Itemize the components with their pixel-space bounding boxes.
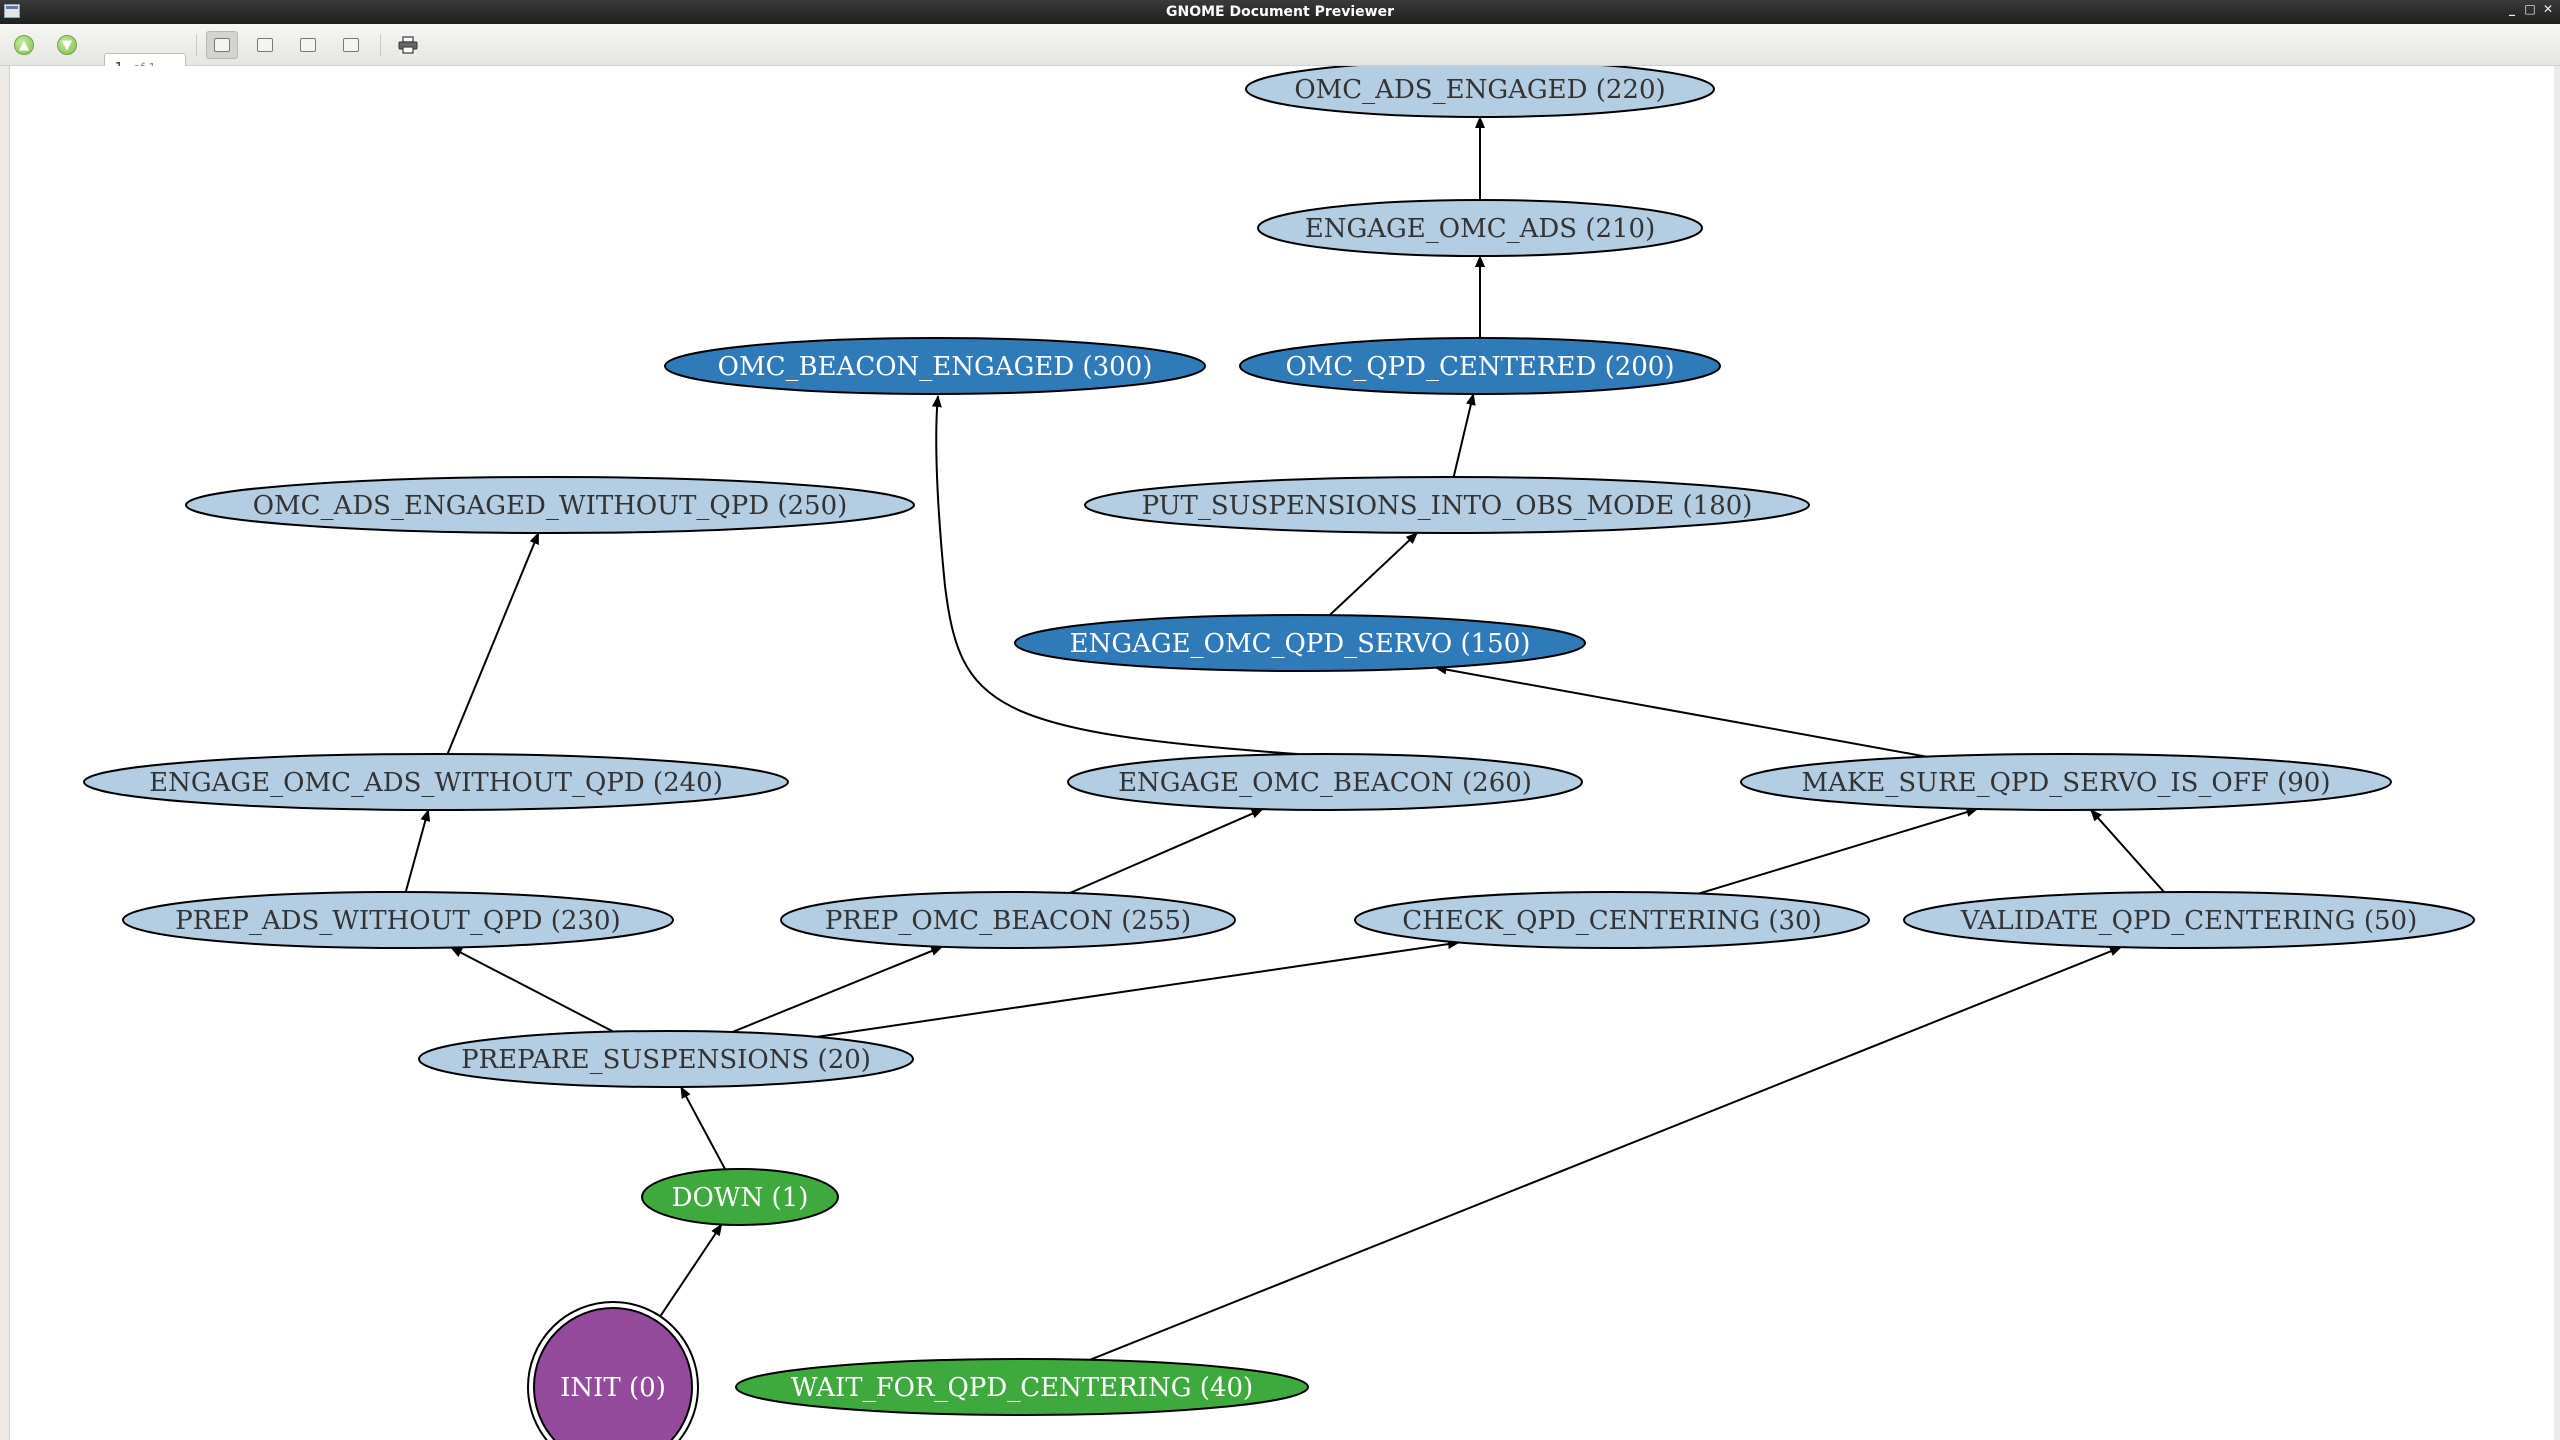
document-view[interactable]: OMC_ADS_ENGAGED (220) ENGAGE_OMC_ADS (210… [0,60,2560,1440]
graph-edge [404,809,431,893]
graph-node-check-qpd-centering: CHECK_QPD_CENTERING (30) [1354,891,1870,949]
node-label: CHECK_QPD_CENTERING (30) [1402,906,1821,936]
graph-node-omc-ads-engaged: OMC_ADS_ENGAGED (220) [1245,60,1715,118]
graph-node-init: INIT (0) [527,1301,699,1440]
toolbar-separator [380,34,381,56]
node-label: ENGAGE_OMC_ADS_WITHOUT_QPD (240) [149,768,723,798]
zoom-in-button[interactable] [292,31,324,59]
window-titlebar: GNOME Document Previewer _ □ ✕ [0,0,2560,24]
node-shape [533,1307,693,1440]
graph-node-engage-omc-qpd-servo: ENGAGE_OMC_QPD_SERVO (150) [1014,614,1586,672]
node-label: ENGAGE_OMC_ADS (210) [1305,214,1655,244]
node-shape [1354,891,1870,949]
minimize-icon[interactable]: _ [2509,2,2515,16]
graph-edge [680,1086,727,1170]
graph-edge [659,1223,723,1317]
graph-edge [731,945,944,1033]
go-up-icon: ▲ [14,35,34,55]
graph-node-omc-beacon-engaged: OMC_BEACON_ENGAGED (300) [664,337,1206,395]
node-shape [122,891,674,949]
graph-node-put-suspensions-into-obs-mode: PUT_SUSPENSIONS_INTO_OBS_MODE (180) [1084,476,1810,534]
graph-node-prepare-suspensions: PREPARE_SUSPENSIONS (20) [418,1030,914,1088]
node-shape [1903,891,2475,949]
page-width-button[interactable] [249,31,281,59]
node-shape [1239,337,1721,395]
node-shape [780,891,1236,949]
node-shape [641,1168,839,1226]
graph-node-omc-qpd-centered: OMC_QPD_CENTERED (200) [1239,337,1721,395]
node-shape [1740,753,2392,811]
graph-node-engage-omc-ads: ENGAGE_OMC_ADS (210) [1257,199,1703,257]
zoom-out-button[interactable] [335,31,367,59]
next-page-button[interactable]: ▼ [51,31,83,59]
node-label: OMC_BEACON_ENGAGED (300) [718,352,1153,382]
toolbar-separator [196,34,197,56]
graph-edge [1698,807,1979,895]
graph-node-wait-for-qpd-centering: WAIT_FOR_QPD_CENTERING (40) [735,1358,1309,1416]
left-border [0,66,10,1440]
close-icon[interactable]: ✕ [2542,2,2554,16]
go-down-icon: ▼ [57,35,77,55]
node-shape [1067,753,1583,811]
node-outer-ring [527,1301,699,1440]
zoom-out-icon [343,38,359,52]
graph-node-down: DOWN (1) [641,1168,839,1226]
node-shape [1084,476,1810,534]
node-label: OMC_QPD_CENTERED (200) [1285,352,1674,382]
graph-edge [450,946,614,1033]
node-label: OMC_ADS_ENGAGED_WITHOUT_QPD (250) [253,491,848,521]
node-label: OMC_ADS_ENGAGED (220) [1294,75,1665,105]
graph-node-make-sure-qpd-servo-is-off: MAKE_SURE_QPD_SERVO_IS_OFF (90) [1740,753,2392,811]
node-label: ENGAGE_OMC_QPD_SERVO (150) [1070,629,1531,659]
node-label: VALIDATE_QPD_CENTERING (50) [1960,906,2417,936]
graph-edge [1069,808,1264,894]
print-button[interactable] [392,31,424,59]
window-title: GNOME Document Previewer [1165,4,1394,20]
graph-edges [404,116,2165,1361]
graph-node-validate-qpd-centering: VALIDATE_QPD_CENTERING (50) [1903,891,2475,949]
graph-edge [1089,946,2122,1361]
graph-edge [1328,532,1419,616]
app-icon [4,4,20,18]
graph-nodes: OMC_ADS_ENGAGED (220) ENGAGE_OMC_ADS (210… [83,60,2475,1440]
node-label: PUT_SUSPENSIONS_INTO_OBS_MODE (180) [1142,491,1753,521]
graph-edge [1452,393,1476,478]
node-label: ENGAGE_OMC_BEACON (260) [1118,768,1532,798]
printer-icon [398,36,418,54]
page-width-icon [257,38,273,52]
node-label: PREP_ADS_WITHOUT_QPD (230) [175,906,620,936]
graph-edge [446,532,540,755]
scrollbar-track[interactable] [2554,66,2560,1440]
graph-edge [1434,664,1927,758]
best-fit-icon [214,38,230,52]
node-label: PREPARE_SUSPENSIONS (20) [461,1045,871,1075]
node-shape [664,337,1206,395]
graph-node-omc-ads-engaged-without-qpd: OMC_ADS_ENGAGED_WITHOUT_QPD (250) [185,476,915,534]
node-label: INIT (0) [560,1373,666,1403]
maximize-icon[interactable]: □ [2524,2,2536,16]
node-shape [735,1358,1309,1416]
window-controls: _ □ ✕ [2506,2,2554,16]
graph-edge [2090,809,2165,893]
state-graph: OMC_ADS_ENGAGED (220) ENGAGE_OMC_ADS (210… [83,60,2475,1440]
graph-edge [816,939,1460,1038]
graph-edge [931,395,1299,756]
best-fit-button[interactable] [206,31,238,59]
node-shape [418,1030,914,1088]
graph-node-engage-omc-beacon: ENGAGE_OMC_BEACON (260) [1067,753,1583,811]
graph-node-engage-omc-ads-without-qpd: ENGAGE_OMC_ADS_WITHOUT_QPD (240) [83,753,789,811]
graph-node-prep-ads-without-qpd: PREP_ADS_WITHOUT_QPD (230) [122,891,674,949]
node-shape [1257,199,1703,257]
toolbar: ▲ ▼ 1 of 1 [0,24,2560,83]
node-label: PREP_OMC_BEACON (255) [825,906,1191,936]
node-label: DOWN (1) [672,1183,809,1213]
previous-page-button[interactable]: ▲ [8,31,40,59]
node-shape [1014,614,1586,672]
node-label: WAIT_FOR_QPD_CENTERING (40) [791,1373,1253,1403]
node-label: MAKE_SURE_QPD_SERVO_IS_OFF (90) [1802,768,2331,798]
zoom-in-icon [300,38,316,52]
node-shape [185,476,915,534]
node-shape [83,753,789,811]
graph-node-prep-omc-beacon: PREP_OMC_BEACON (255) [780,891,1236,949]
